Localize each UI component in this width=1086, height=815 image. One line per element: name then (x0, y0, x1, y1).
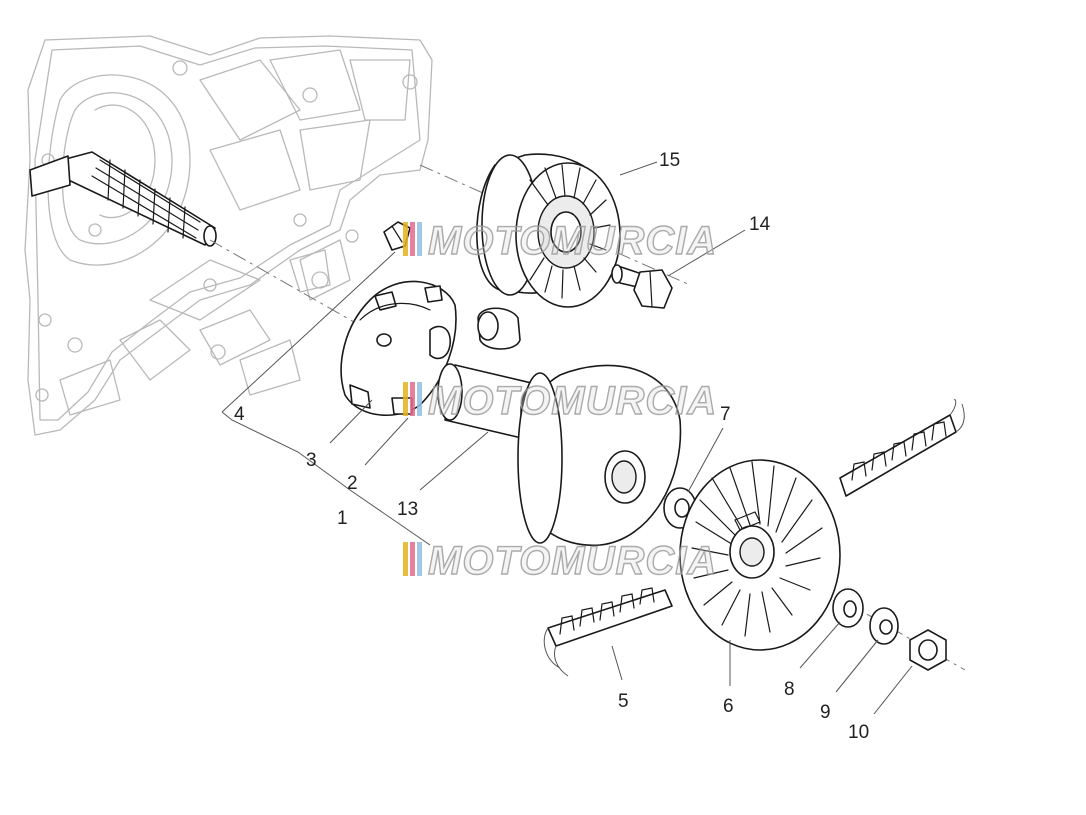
callout-15: 15 (659, 150, 680, 171)
watermark-text: MOTOMURCIA (428, 379, 717, 423)
part-6-fan-pulley (679, 459, 841, 651)
watermark-stripe (417, 222, 422, 256)
part-3-ramp-plate (340, 280, 457, 416)
callout-9: 9 (820, 702, 831, 723)
callout-1: 1 (337, 508, 348, 529)
watermark-stripe (417, 382, 422, 416)
watermark-text: MOTOMURCIA (428, 539, 717, 583)
part-15-pulley (476, 153, 621, 308)
callout-5: 5 (618, 691, 629, 712)
watermark-stripe (417, 542, 422, 576)
watermark-outline: MOTOMURCIA (428, 219, 717, 263)
watermark-stripe (410, 222, 415, 256)
part-5-belt (543, 399, 965, 677)
watermark-1: MOTOMURCIA MOTOMURCIA (403, 218, 717, 264)
watermark-stripe (403, 222, 408, 256)
watermark-outline: MOTOMURCIA (428, 539, 717, 583)
watermark-outline: MOTOMURCIA (428, 379, 717, 423)
watermark-2: MOTOMURCIA MOTOMURCIA (403, 378, 717, 424)
callout-2: 2 (347, 473, 358, 494)
splined-shaft (29, 151, 217, 247)
callout-7: 7 (720, 404, 731, 425)
watermark-stripe (403, 382, 408, 416)
watermark-stripe (403, 542, 408, 576)
callout-13: 13 (397, 499, 418, 520)
part-10-nut (909, 629, 947, 671)
leader-lines (221, 161, 913, 715)
fixed-half-pulley (517, 364, 682, 547)
callout-labels: 15 14 4 7 3 2 13 1 5 6 8 9 10 (234, 150, 869, 743)
crankcase-housing (24, 35, 433, 436)
callout-14: 14 (749, 214, 771, 235)
part-13-bushing-small (477, 307, 521, 350)
callout-3: 3 (306, 450, 317, 471)
watermark-stripe (410, 382, 415, 416)
callout-4: 4 (234, 404, 245, 425)
watermark-text: MOTOMURCIA (428, 219, 717, 263)
part-8-washer (832, 588, 864, 628)
part-14-bolt (611, 264, 673, 309)
watermark-stripe (410, 542, 415, 576)
callout-6: 6 (723, 696, 734, 717)
callout-8: 8 (784, 679, 795, 700)
part-9-washer (869, 607, 899, 645)
watermark-3: MOTOMURCIA MOTOMURCIA (403, 538, 717, 584)
callout-10: 10 (848, 722, 869, 743)
